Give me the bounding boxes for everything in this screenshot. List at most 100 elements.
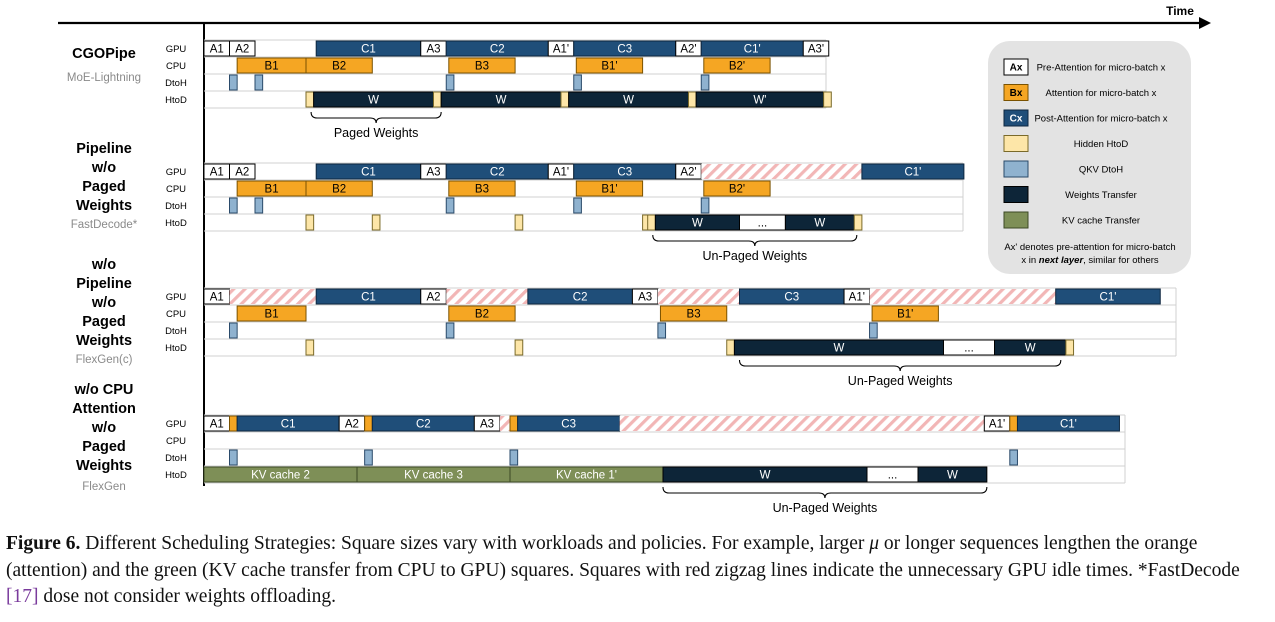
legend-swatch-pre: [1003, 58, 1029, 76]
hidden-htod-block: [853, 214, 863, 231]
panel-subtitle: FastDecode*: [71, 219, 138, 231]
gpu-idle-block: [446, 289, 528, 304]
legend-swatch-hidden: [1003, 135, 1029, 152]
block-label: A1: [210, 419, 224, 431]
legend-note-line-1: Ax' denotes pre-attention for micro-batc…: [1004, 242, 1175, 253]
legend-swatch-qkv: [1003, 160, 1029, 178]
block-label: W: [1025, 343, 1036, 355]
qkv-dtoh-block: [445, 322, 455, 339]
legend-item-label: KV cache Transfer: [1062, 216, 1140, 227]
lane-label-gpu: GPU: [166, 292, 187, 303]
block-label: C2: [416, 419, 431, 431]
gpu-idle-block: [701, 164, 862, 179]
caption-text-1: Different Scheduling Strategies: Square …: [80, 533, 870, 554]
qkv-dtoh-block: [1009, 449, 1018, 466]
brace-label: Un-Paged Weights: [702, 249, 807, 263]
legend-swatch-label: Bx: [1010, 88, 1023, 99]
panel-3: w/oPipelinew/oPagedWeightsFlexGen(c)GPUC…: [76, 257, 1177, 388]
post-attention-block: [1055, 288, 1161, 305]
qkv-dtoh-block: [254, 197, 264, 214]
block-label: C1': [1060, 419, 1077, 431]
block-label: B1: [265, 184, 279, 196]
block-label: B1: [265, 61, 279, 73]
panel-title-line: Attention: [72, 401, 136, 417]
block-label: W: [692, 218, 703, 230]
block-label: C1: [361, 292, 376, 304]
lane-label-cpu: CPU: [166, 61, 186, 72]
caption-mu: μ: [869, 533, 880, 554]
lane-label-gpu: GPU: [166, 419, 187, 430]
lane-label-cpu: CPU: [166, 309, 186, 320]
lane-label-cpu: CPU: [166, 436, 186, 447]
panel-subtitle: FlexGen(c): [76, 354, 133, 366]
qkv-dtoh-block: [509, 449, 519, 466]
hidden-htod-block: [726, 339, 735, 356]
qkv-dtoh-block: [700, 74, 710, 91]
gpu-idle-block: [229, 289, 317, 304]
qkv-dtoh-block: [657, 322, 667, 339]
block-label: B3: [687, 309, 701, 321]
block-label: B1': [601, 61, 617, 73]
weights-brace: [310, 111, 442, 124]
legend-note-line-2: x in next layer, similar for others: [1021, 255, 1159, 266]
lane-label-htod: HtoD: [165, 218, 187, 229]
block-label: C3: [784, 292, 799, 304]
panel-subtitle: MoE-Lightning: [67, 72, 141, 84]
block-label: A2': [680, 44, 696, 56]
block-label: C2: [490, 44, 505, 56]
block-label: B3: [475, 61, 489, 73]
panel-2: Pipelinew/oPagedWeightsFastDecode*GPUCPU…: [71, 141, 965, 263]
block-label: A2: [426, 292, 440, 304]
post-attention-block: [861, 163, 965, 180]
block-label: B2: [332, 184, 346, 196]
block-label: C2: [490, 167, 505, 179]
qkv-dtoh-block: [869, 322, 878, 339]
attention-block: [448, 180, 516, 197]
attention-block: [305, 57, 373, 74]
block-label: A2: [345, 419, 359, 431]
block-label: ...: [888, 470, 898, 482]
block-label: A2: [235, 44, 249, 56]
block-label: W: [814, 218, 825, 230]
qkv-dtoh-block: [229, 449, 238, 466]
block-label: B1': [601, 184, 617, 196]
brace-label: Paged Weights: [334, 126, 419, 140]
block-label: C3: [617, 44, 632, 56]
lane-label-htod: HtoD: [165, 95, 187, 106]
hidden-htod-block: [1065, 339, 1075, 356]
scheduling-diagram: TimeCGOPipeMoE-LightningGPUCPUDtoHHtoDA1…: [58, 4, 1211, 515]
post-attention-block: [1016, 415, 1120, 432]
caption-reference[interactable]: [17]: [6, 586, 39, 607]
block-label: C1': [744, 44, 761, 56]
caption-text-2: or longer sequences lengthen the orange …: [6, 533, 1240, 581]
block-label: A1': [553, 167, 569, 179]
hidden-htod-block: [688, 91, 697, 108]
caption-text-3: dose not consider weights offloading.: [38, 586, 337, 607]
panel-title-line: w/o: [91, 295, 116, 311]
block-label: C1: [361, 44, 376, 56]
block-label: A3: [480, 419, 494, 431]
panel-title-line: w/o CPU: [74, 382, 134, 398]
gpu-idle-block: [619, 416, 985, 431]
block-label: A3: [426, 167, 440, 179]
block-label: B2': [729, 61, 745, 73]
block-label: W: [834, 343, 845, 355]
lane-label-htod: HtoD: [165, 343, 187, 354]
gpu-idle-block: [657, 289, 740, 304]
qkv-dtoh-block: [364, 449, 373, 466]
block-label: A1': [553, 44, 569, 56]
lane-label-cpu: CPU: [166, 184, 186, 195]
lane-label-gpu: GPU: [166, 167, 187, 178]
block-label: ...: [964, 343, 974, 355]
lane-label-dtoh: DtoH: [165, 201, 187, 212]
block-label: ...: [758, 218, 768, 230]
time-axis-arrowhead: [1199, 17, 1211, 29]
lane-label-dtoh: DtoH: [165, 326, 187, 337]
hidden-htod-block: [647, 214, 656, 231]
attention-block: [575, 57, 644, 74]
block-label: W: [760, 470, 771, 482]
legend-item-label: Attention for micro-batch x: [1046, 88, 1157, 99]
legend-swatch-label: Cx: [1010, 114, 1023, 125]
block-label: A1: [210, 167, 224, 179]
